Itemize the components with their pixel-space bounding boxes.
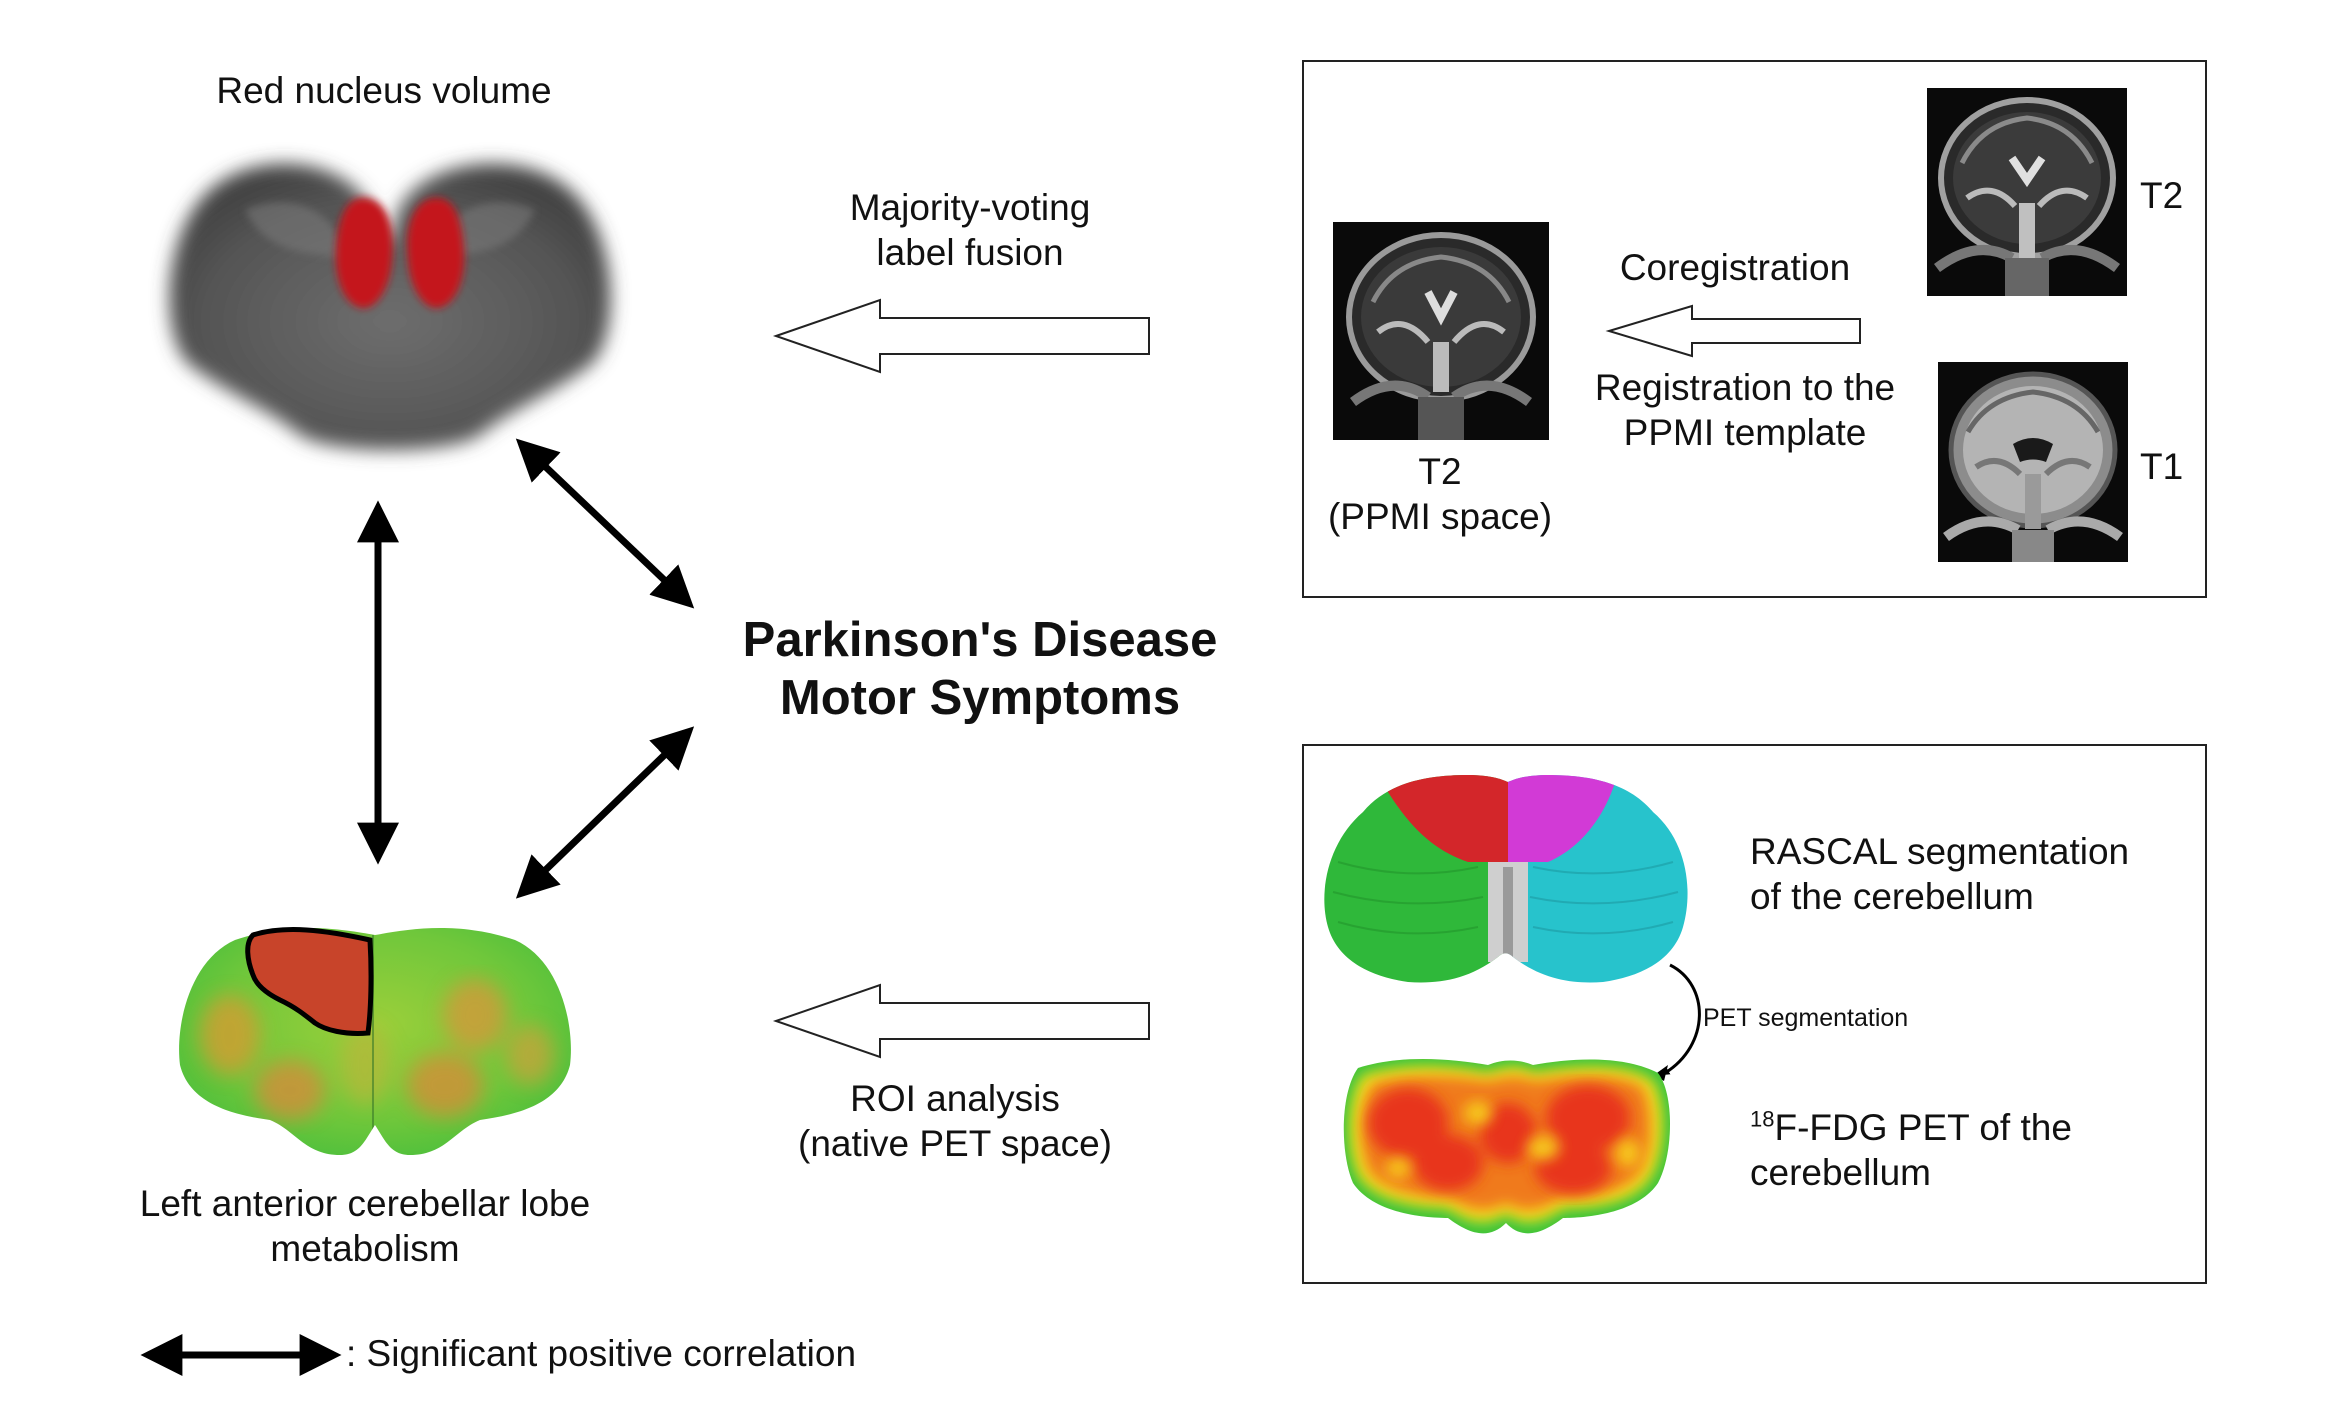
roi-analysis-line1: ROI analysis <box>850 1078 1060 1119</box>
registration-line2: PPMI template <box>1623 412 1867 453</box>
registration-line1: Registration to the <box>1594 367 1896 408</box>
t2-ppmi-line2: (PPMI space) <box>1327 496 1553 537</box>
red-nucleus-left <box>335 197 393 309</box>
pet-segmentation-label: PET segmentation <box>1703 1004 1909 1032</box>
roi-left-anterior-lobe <box>245 927 374 1036</box>
t2-image <box>1927 88 2127 296</box>
t1-image <box>1938 362 2128 562</box>
lobe-label-line1: Left anterior cerebellar lobe <box>139 1183 591 1224</box>
rascal-line1: RASCAL segmentation <box>1750 831 2130 872</box>
roi-analysis-line2: (native PET space) <box>798 1123 1112 1164</box>
fdg-line1-text: F-FDG PET of the <box>1774 1107 2072 1148</box>
label-fusion-line1: Majority-voting <box>849 187 1091 228</box>
red-nucleus-label: Red nucleus volume <box>216 70 552 111</box>
rascal-segmentation-image <box>1324 775 1688 983</box>
coregistration-arrow <box>1605 304 1861 358</box>
red-nucleus-right <box>407 197 465 309</box>
label-fusion-arrow <box>772 298 1150 374</box>
fdg-superscript: 18 <box>1750 1106 1775 1132</box>
arrow-rednucleus-symptoms <box>515 438 695 609</box>
t2-label: T2 <box>2140 175 2184 216</box>
rascal-line2: of the cerebellum <box>1750 876 2034 917</box>
t1-label: T1 <box>2140 446 2184 487</box>
fdg-line1: 18F-FDG PET of the <box>1750 1105 2072 1150</box>
fdg-pet-image <box>1343 1059 1670 1234</box>
arrow-lobe-symptoms <box>515 726 695 899</box>
fdg-line2: cerebellum <box>1750 1152 1931 1193</box>
center-title-line2: Motor Symptoms <box>779 671 1181 725</box>
center-title-line1: Parkinson's Disease <box>742 613 1218 667</box>
label-fusion-line2: label fusion <box>876 232 1064 273</box>
t2-ppmi-line1: T2 <box>1418 451 1462 492</box>
t2-ppmi-image <box>1333 222 1549 440</box>
coregistration-label: Coregistration <box>1619 247 1851 288</box>
roi-analysis-arrow <box>772 983 1150 1059</box>
lobe-metabolism-image <box>179 927 571 1156</box>
legend-text: : Significant positive correlation <box>346 1333 857 1374</box>
lobe-label-line2: metabolism <box>270 1228 460 1269</box>
red-nucleus-image <box>169 163 611 450</box>
